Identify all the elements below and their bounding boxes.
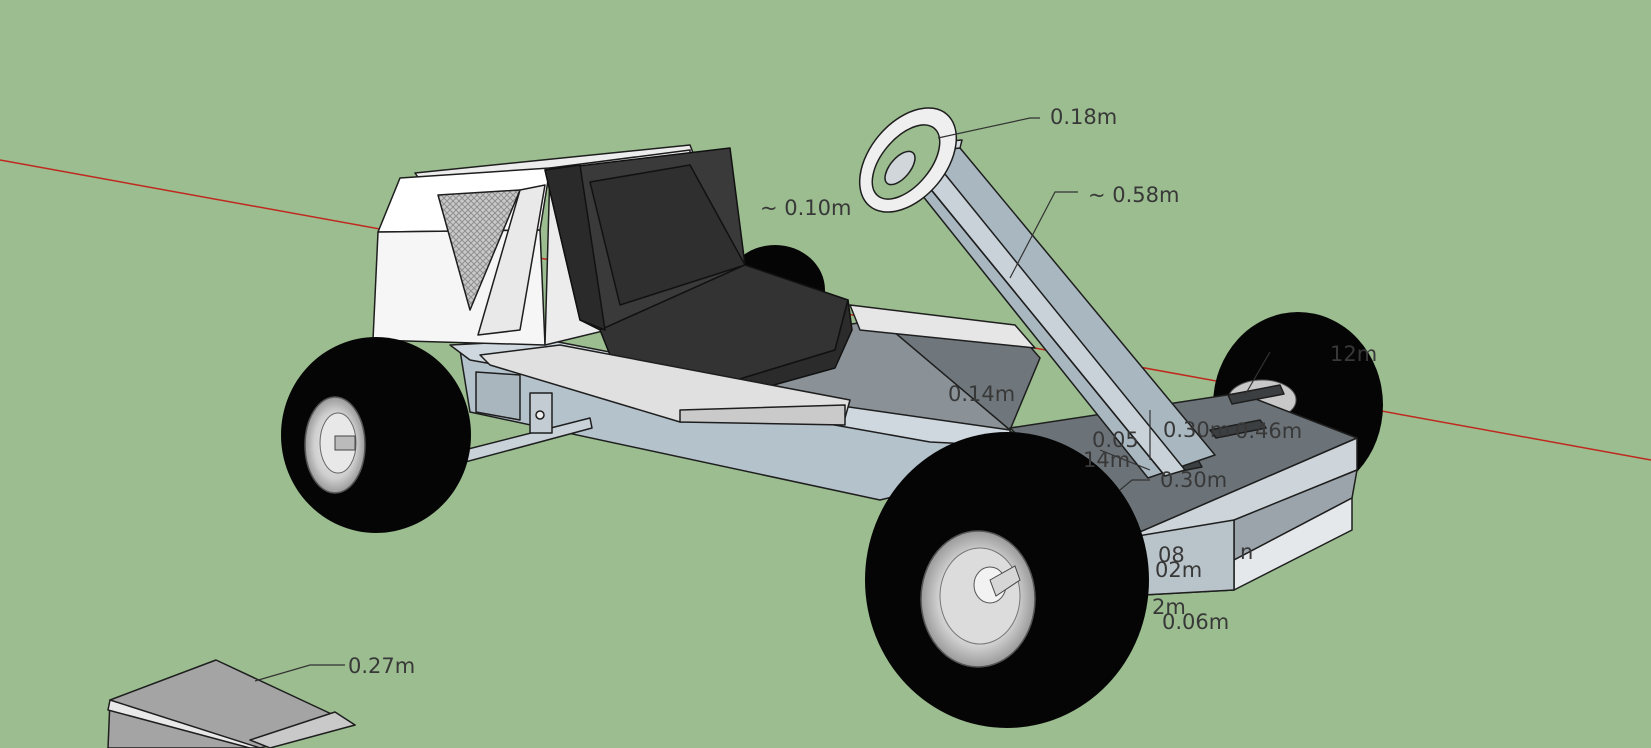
dim-front-b: 0.30m — [1163, 418, 1231, 442]
dim-front-e: 0.30m — [1160, 468, 1228, 492]
dim-plate-width: 0.27m — [348, 654, 416, 678]
dim-right-wheel-partial: 12m — [1330, 342, 1378, 366]
driver-seat[interactable] — [544, 147, 853, 401]
dim-floor-width: 0.14m — [948, 382, 1016, 406]
dim-steering-wheel-diameter: 0.18m — [1050, 105, 1118, 129]
dim-front-i: n — [1240, 540, 1254, 564]
dim-front-a: 0.05 — [1092, 428, 1139, 452]
dim-front-c: 0.46m — [1235, 419, 1303, 443]
dim-front-bottom: 0.06m — [1162, 610, 1230, 634]
front-left-wheel[interactable] — [865, 432, 1149, 728]
dim-front-g: 02m — [1155, 558, 1203, 582]
dim-front-h: 2m — [1152, 595, 1186, 619]
dim-steering-wheel-thickness: ~ 0.10m — [760, 196, 852, 220]
floor-plate[interactable] — [107, 659, 356, 748]
dimension-leaders — [254, 117, 1271, 682]
rear-right-wheel[interactable] — [281, 337, 471, 533]
dim-steering-column-length: ~ 0.58m — [1088, 183, 1180, 207]
dim-front-d: 14m — [1083, 448, 1131, 472]
steering-wheel[interactable] — [840, 90, 975, 231]
dim-front-f: 08 — [1158, 543, 1185, 567]
footrest-tray[interactable] — [479, 344, 851, 426]
